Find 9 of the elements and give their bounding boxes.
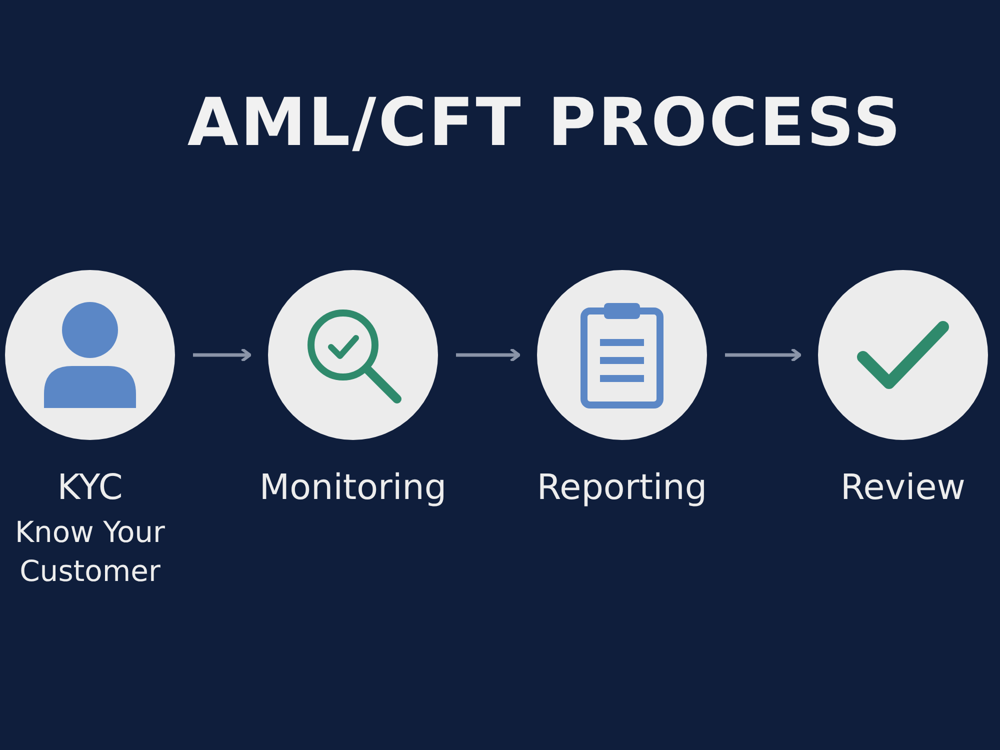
step-label: Reporting [536,467,708,509]
step-label: Monitoring [259,467,447,509]
step-label: KYC [57,467,123,509]
title: AML/CFT PROCESS [186,90,904,156]
arrow [193,348,252,362]
arrow [456,348,520,362]
step-label: Review [840,467,966,509]
arrow [725,348,802,362]
step-description: Know Your Customer [14,514,166,590]
